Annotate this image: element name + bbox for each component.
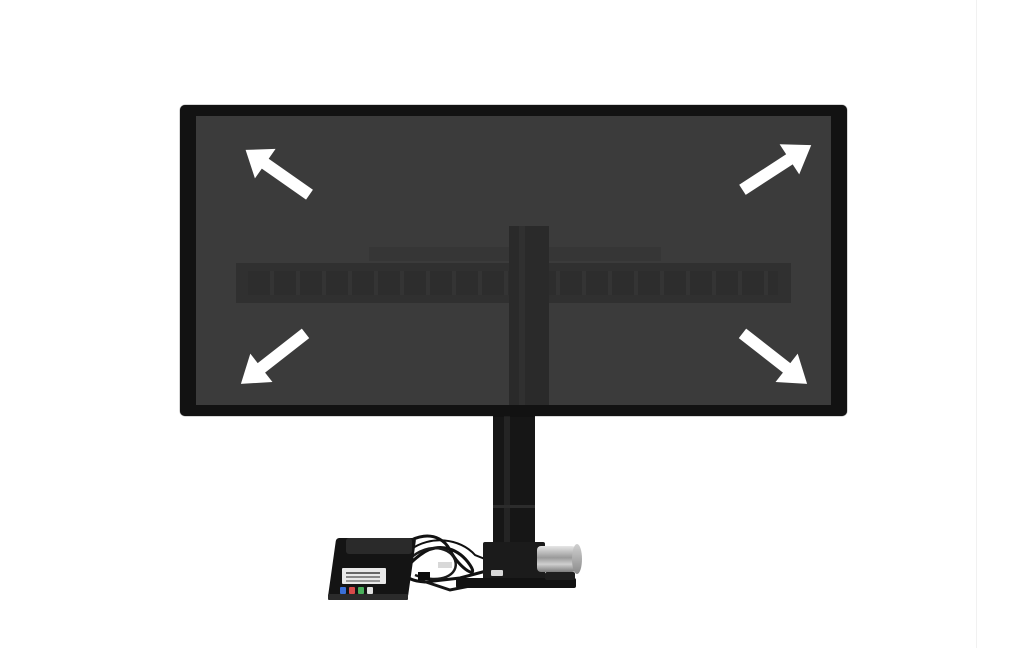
lift-motor-foot [545,572,575,580]
lift-column-seam [493,505,535,508]
lift-motor-cap [572,544,582,574]
control-box-ports [340,587,373,595]
lift-base-plate [456,578,576,588]
control-port-2 [358,587,364,594]
tv-screen [196,116,831,405]
arrow-up-left-icon [230,134,330,214]
tv-monitor [180,105,847,416]
control-box-top [346,538,412,554]
control-port-0 [340,587,346,594]
arrow-up-right-icon [726,128,826,208]
lift-column-ghost [509,226,549,405]
control-box-label [342,568,386,584]
lift-column [493,414,535,544]
arrow-down-left-icon [224,318,324,398]
lift-base-bracket [483,542,545,580]
control-port-3 [367,587,373,594]
image-edge [976,0,977,648]
control-box-foot [328,594,408,600]
control-port-1 [349,587,355,594]
arrow-down-right-icon [724,318,824,398]
